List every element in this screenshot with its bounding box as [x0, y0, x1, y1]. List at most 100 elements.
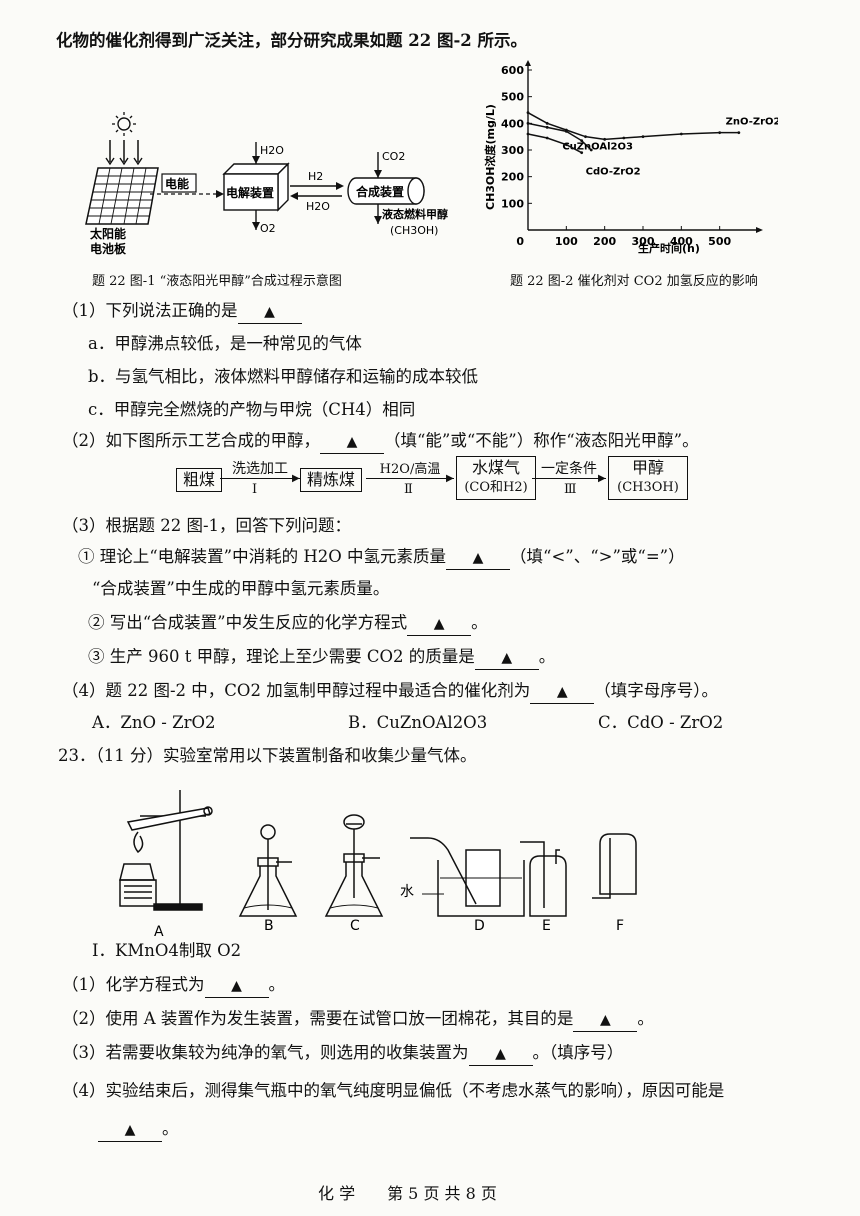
apparatus-d — [410, 837, 525, 917]
chart-series-label: CuZnOAl2O3 — [562, 141, 633, 152]
q23-s1-blank[interactable]: ▲ — [204, 975, 269, 998]
chart-point — [545, 121, 549, 125]
flow-step-1-num: Ⅰ — [252, 482, 258, 497]
q3-stem: （3）根据题 22 图-1，回答下列问题： — [62, 516, 352, 535]
apparatus-figure: 水 A B C D E F — [119, 790, 637, 940]
chart-point — [580, 151, 584, 155]
synthesis-device: 合成装置 — [347, 177, 425, 205]
q2-answer-blank[interactable]: ▲ — [320, 431, 384, 454]
q1-answer-blank[interactable]: ▲ — [237, 301, 302, 324]
chart-point — [526, 121, 530, 125]
q3-sub3: ③ 生产 960 t 甲醇，理论上至少需要 CO2 的质量是▲。 — [88, 646, 555, 670]
chart-point — [589, 148, 593, 152]
chart-point — [718, 131, 722, 135]
chart-x-tick-label: 300 — [632, 235, 655, 248]
q2-stem: （2）如下图所示工艺合成的甲醇，▲（填“能”或“不能”）称作“液态阳光甲醇”。 — [62, 430, 699, 454]
apparatus-label-d: D — [474, 918, 485, 934]
chart-series-label: ZnO-ZrO2 — [726, 117, 778, 128]
water-label: 水 — [400, 884, 414, 900]
chart-y-tick-label: 100 — [501, 197, 524, 210]
chart-point — [564, 143, 568, 147]
q23-header: 23．（11 分）实验室常用以下装置制备和收集少量气体。 — [58, 746, 477, 765]
solar-label-2: 电池板 — [90, 241, 127, 256]
o2-out-label: O2 — [260, 222, 276, 235]
product-label: 液态燃料甲醇 — [382, 207, 448, 221]
chart-x-tick-label: 400 — [670, 235, 693, 248]
chart-y-tick-label: 600 — [501, 64, 524, 77]
q1-option-a: a．甲醇沸点较低，是一种常见的气体 — [88, 334, 362, 353]
product-formula: (CH3OH) — [390, 224, 438, 237]
synthesis-label: 合成装置 — [356, 184, 404, 199]
chart-point — [526, 111, 530, 115]
apparatus-label-f: F — [616, 918, 624, 934]
flow-box-crude-coal: 粗煤 — [176, 468, 223, 492]
q23-s3-blank[interactable]: ▲ — [468, 1043, 533, 1066]
q23-s4-answer: ▲。 — [98, 1118, 179, 1142]
chart-point — [526, 132, 530, 136]
intro-text: 化物的催化剂得到广泛关注，部分研究成果如题 22 图-2 所示。 — [56, 31, 528, 50]
flow-step-3: 一定条件 — [541, 461, 597, 477]
q23-s2-blank[interactable]: ▲ — [573, 1009, 638, 1032]
q1-option-c: c．甲醇完全燃烧的产物与甲烷（CH4）相同 — [88, 400, 416, 419]
chart-point — [584, 135, 587, 139]
flow-arrow-1 — [220, 478, 300, 479]
chart-x-tick-label: 200 — [593, 235, 616, 248]
solar-panel-icon — [85, 167, 159, 225]
h2o-in-label: H2O — [260, 144, 284, 157]
apparatus-label-e: E — [542, 918, 551, 934]
fig1-process-diagram: 太阳能 电池板 电能 电解装置 H2O O2 H2 H2O 合成装置 CO2 液… — [85, 112, 448, 256]
flow-step-3-num: Ⅲ — [564, 482, 577, 497]
chart-x-tick-label: 500 — [708, 235, 731, 248]
chart-point — [545, 136, 549, 140]
q3-sub2-blank[interactable]: ▲ — [407, 613, 472, 636]
q4-answer-blank[interactable]: ▲ — [530, 681, 595, 704]
h2o-back-label: H2O — [306, 200, 330, 213]
chart-y-tick-label: 500 — [501, 91, 524, 104]
chart-point — [679, 132, 683, 136]
chart-x-tick-label: 100 — [555, 235, 578, 248]
chart-series-label: CdO-ZrO2 — [586, 167, 641, 178]
chart-point — [622, 136, 626, 140]
fig2-caption: 题 22 图-2 催化剂对 CO2 加氢反应的影响 — [510, 274, 758, 289]
q3-sub2: ② 写出“合成装置”中发生反应的化学方程式▲。 — [88, 612, 488, 636]
flow-arrowhead-2: ▶ — [446, 473, 454, 484]
flow-arrowhead-1: ▶ — [292, 473, 300, 484]
chart-y-tick-label: 400 — [501, 117, 524, 130]
chart-point — [737, 131, 741, 135]
flow-step-2: H2O/高温 — [379, 462, 441, 477]
flow-arrowhead-3: ▶ — [598, 473, 606, 484]
q23-s1: （1）化学方程式为▲。 — [62, 974, 285, 998]
chart-point — [564, 129, 568, 133]
apparatus-label-b: B — [264, 918, 274, 934]
chart-origin-label: 0 — [516, 235, 524, 248]
apparatus-b — [238, 824, 298, 917]
q23-s4-blank[interactable]: ▲ — [98, 1119, 162, 1142]
h2-label: H2 — [308, 170, 323, 183]
flow-arrow-2 — [366, 478, 454, 479]
page-footer: 化 学 第 5 页 共 8 页 — [318, 1184, 497, 1203]
flow-box-refined-coal: 精炼煤 — [300, 468, 363, 492]
q4-option-b: B．CuZnOAl2O3 — [348, 713, 488, 732]
chart-point — [641, 135, 645, 139]
chart-series-line — [527, 133, 583, 154]
apparatus-c — [324, 814, 384, 917]
flow-box-water-gas: 水煤气(CO和H2) — [456, 456, 536, 500]
apparatus-a — [119, 790, 213, 911]
electricity-label: 电能 — [165, 176, 189, 191]
chart-point — [580, 139, 584, 143]
solar-label-1: 太阳能 — [90, 226, 126, 241]
flow-step-2-num: Ⅱ — [404, 482, 413, 497]
apparatus-f — [592, 833, 637, 899]
q1-stem: （1）下列说法正确的是▲ — [62, 300, 302, 324]
q3-sub1-cont: “合成装置”中生成的甲醇中氢元素质量。 — [92, 579, 390, 598]
q23-s3: （3）若需要收集较为纯净的氧气，则选用的收集装置为▲。（填序号） — [62, 1042, 623, 1066]
chart-series-line — [527, 112, 739, 141]
q3-sub1: ① 理论上“电解装置”中消耗的 H2O 中氢元素质量▲（填“<”、“>”或“=”… — [78, 546, 685, 570]
q4-option-c: C．CdO - ZrO2 — [598, 713, 724, 732]
chart-y-tick-label: 300 — [501, 144, 524, 157]
flow-step-1: 洗选加工 — [232, 461, 288, 477]
q23-s2: （2）使用 A 装置作为发生装置，需要在试管口放一团棉花，其目的是▲。 — [62, 1008, 654, 1032]
q1-option-b: b．与氢气相比，液体燃料甲醇储存和运输的成本较低 — [88, 367, 479, 386]
q3-sub1-blank[interactable]: ▲ — [446, 547, 511, 570]
q3-sub3-blank[interactable]: ▲ — [474, 647, 539, 670]
